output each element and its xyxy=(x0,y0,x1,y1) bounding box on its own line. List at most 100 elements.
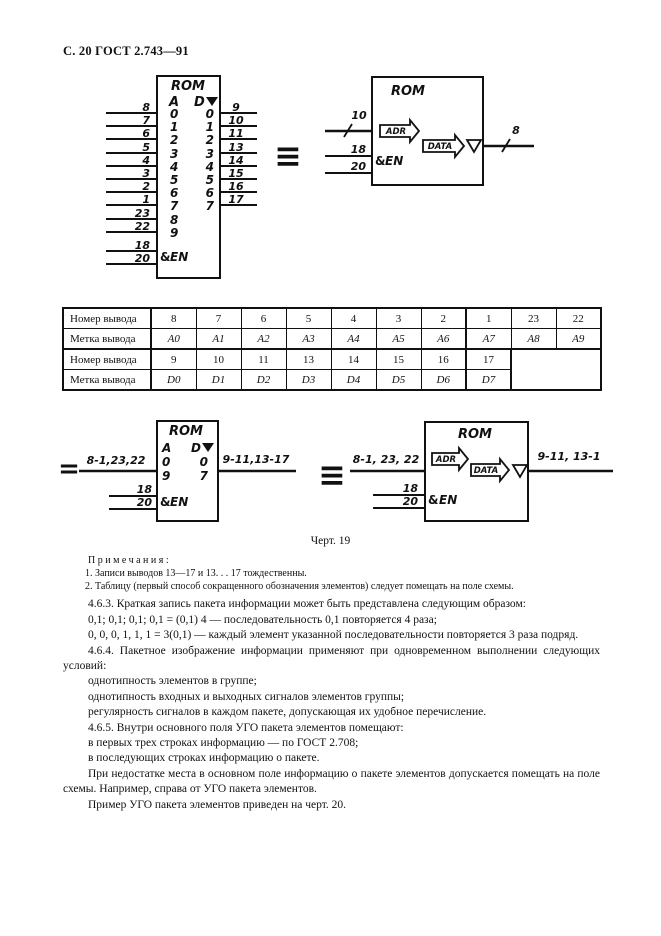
address-digit: 9 xyxy=(170,226,178,240)
cell: A3 xyxy=(285,328,332,350)
output-triangle-icon xyxy=(202,443,214,452)
cell: 14 xyxy=(330,348,377,370)
data-label: DATA xyxy=(474,466,499,476)
data-column-label: D xyxy=(191,441,201,455)
data-digit: 5 xyxy=(206,173,214,187)
cell: 23 xyxy=(510,307,557,329)
data-arrow-shape xyxy=(470,456,511,484)
paragraph-464: 4.6.4. Пакетное изображение информации п… xyxy=(63,644,600,673)
body-text: Примечания: 1. Записи выводов 13—17 и 13… xyxy=(63,555,600,813)
cell: 17 xyxy=(465,348,512,370)
cell: 4 xyxy=(330,307,377,329)
cell: A8 xyxy=(510,328,557,350)
pin-number: 4 xyxy=(141,154,150,167)
output-triangle-icon xyxy=(206,97,218,106)
cell: 7 xyxy=(195,307,242,329)
and-symbol: & xyxy=(375,154,385,168)
address-digit: 2 xyxy=(170,133,178,147)
address-digit: 6 xyxy=(170,186,178,200)
cell: D4 xyxy=(330,369,377,391)
cell: 10 xyxy=(195,348,242,370)
address-digit: 0 xyxy=(162,455,170,469)
cell: D2 xyxy=(240,369,287,391)
data-digit: 3 xyxy=(206,147,214,161)
enable-label: EN xyxy=(385,154,403,168)
cell: 9 xyxy=(150,348,197,370)
row-label: Метка вывода xyxy=(62,369,152,391)
table-row: Метка вывода A0 A1 A2 A3 A4 A5 A6 A7 A8 … xyxy=(62,328,602,350)
cell: 1 xyxy=(465,307,512,329)
symbol-outline xyxy=(156,75,221,279)
data-digit: 7 xyxy=(206,199,215,213)
data-arrow-shape xyxy=(422,132,466,160)
enable-label: EN xyxy=(170,495,188,509)
cell: D6 xyxy=(420,369,467,391)
cell: A9 xyxy=(555,328,602,350)
enable-label: EN xyxy=(170,250,188,264)
rom-packet-symbol: ROM 10 ADR DATA 8 18 20 & EN xyxy=(325,76,534,186)
bus-slash-icon xyxy=(343,123,353,138)
cell: 6 xyxy=(240,307,287,329)
pin-number: 18 xyxy=(135,239,151,252)
pin-number: 18 xyxy=(137,483,153,496)
cell: 8 xyxy=(150,307,197,329)
row-label: Метка вывода xyxy=(62,328,152,350)
and-symbol: & xyxy=(160,250,170,264)
enable-label: EN xyxy=(439,493,457,507)
figure-19-bottom: = 8-1,23,22 ROM A 0 9 D 0 7 9-11,13-17 1… xyxy=(58,420,613,522)
paragraph: При недостатке места в основном поле инф… xyxy=(63,767,600,796)
cell: A2 xyxy=(240,328,287,350)
pin-number: 15 xyxy=(228,167,244,180)
adr-arrow-shape xyxy=(379,117,421,145)
pin-number: 5 xyxy=(142,141,150,154)
pin-number: 14 xyxy=(228,154,243,167)
paragraph: в первых трех строках информацию — по ГО… xyxy=(88,737,359,750)
note-item: 2. Таблицу (первый способ сокращенного о… xyxy=(85,580,514,592)
pin-number: 13 xyxy=(228,141,244,154)
paragraph-463: 4.6.3. Краткая запись пакета информации … xyxy=(88,598,526,611)
paragraph: Пример УГО пакета элементов приведен на … xyxy=(88,798,347,811)
bus-slash-icon xyxy=(501,138,511,153)
paragraph: однотипность элементов в группе; xyxy=(88,675,257,688)
cell: 11 xyxy=(240,348,287,370)
data-digit: 7 xyxy=(200,469,209,483)
data-digit: 1 xyxy=(206,120,214,134)
rom-title: ROM xyxy=(171,79,205,94)
adr-label: ADR xyxy=(435,455,456,465)
rom-title: ROM xyxy=(391,84,425,99)
address-digit: 4 xyxy=(169,160,178,174)
address-digit: 8 xyxy=(170,213,178,227)
pin-number: 8 xyxy=(142,101,150,114)
cell: A1 xyxy=(195,328,242,350)
rom-detailed-symbol: ROM A D 8 7 6 5 4 3 2 1 23 22 xyxy=(106,75,257,279)
table-row: Номер вывода 9 10 11 13 14 15 16 17 xyxy=(62,348,602,391)
equivalence-sign: ≡ xyxy=(318,455,346,494)
rom-abbreviated-packet-symbol: 8-1, 23, 22 ROM ADR DATA 9-11, 13-1 18 2… xyxy=(350,421,613,522)
bus-pins-label: 9-11,13-17 xyxy=(223,453,290,466)
note-item: 1. Записи выводов 13—17 и 13. . . 17 тож… xyxy=(85,567,307,579)
cell: 22 xyxy=(555,307,602,329)
paragraph-465: 4.6.5. Внутри основного поля УГО пакета … xyxy=(88,721,404,734)
paragraph: в последующих строках информацию о пакет… xyxy=(88,752,320,765)
pin-number: 20 xyxy=(137,496,153,509)
cell: 13 xyxy=(285,348,332,370)
table-row: Номер вывода 8 7 6 5 4 3 2 1 23 22 xyxy=(62,307,602,329)
data-digit: 6 xyxy=(206,186,214,200)
cell: D7 xyxy=(465,369,512,391)
cell: D0 xyxy=(150,369,197,391)
cell: A4 xyxy=(330,328,377,350)
cell: A0 xyxy=(150,328,197,350)
bus-pins-label: 9-11, 13-1 xyxy=(537,450,600,463)
row-label: Номер вывода xyxy=(62,348,152,370)
cell: D3 xyxy=(285,369,332,391)
cell: 16 xyxy=(420,348,467,370)
output-triangle-icon xyxy=(511,464,529,479)
pin-number: 7 xyxy=(142,114,150,127)
address-column-label: A xyxy=(161,441,171,455)
address-digit: 7 xyxy=(170,199,179,213)
pin-number: 2 xyxy=(142,180,150,193)
cell: 5 xyxy=(285,307,332,329)
address-digit: 1 xyxy=(170,120,178,134)
pin-number: 20 xyxy=(351,160,367,173)
